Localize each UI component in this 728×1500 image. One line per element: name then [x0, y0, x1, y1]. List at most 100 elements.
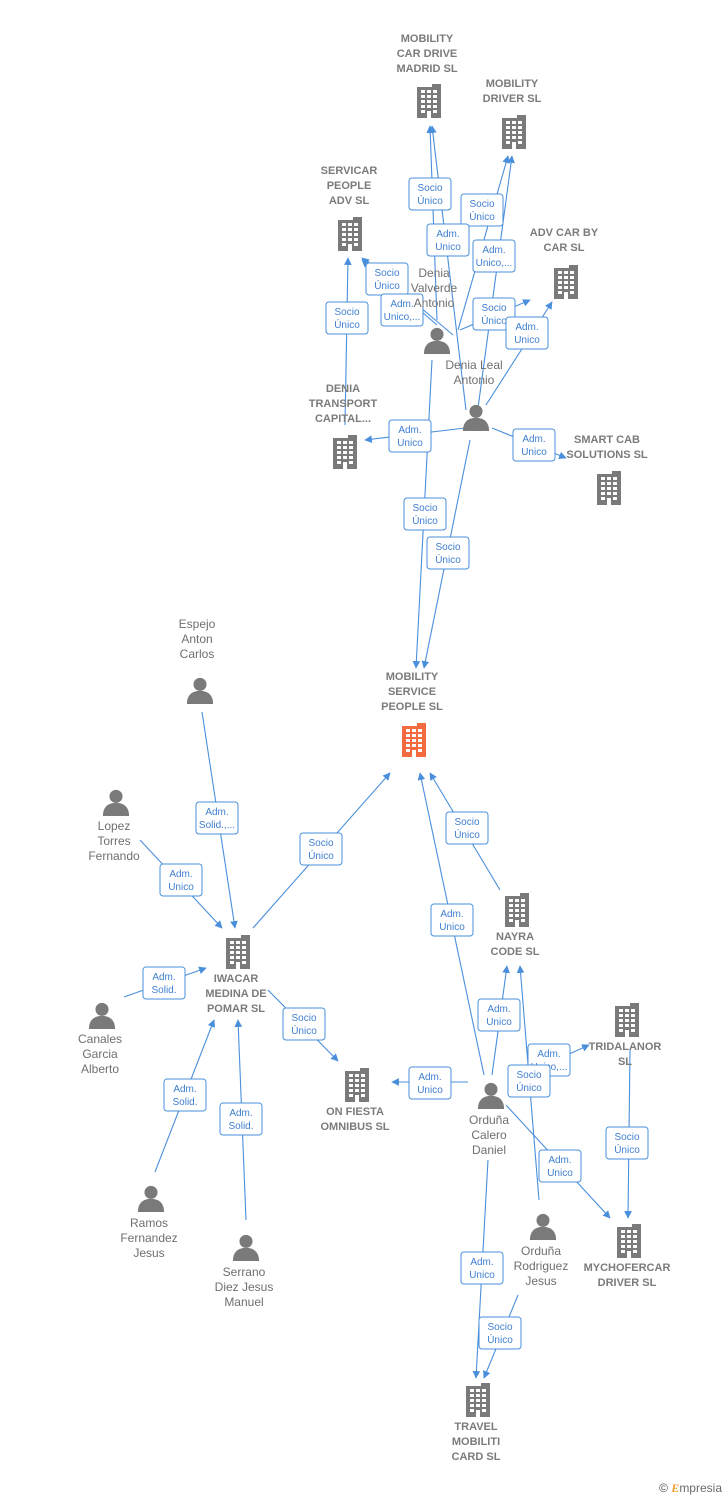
- edge-label-text: Adm.: [470, 1257, 493, 1268]
- node-label: Manuel: [224, 1295, 263, 1309]
- edge-label-text: Único: [469, 210, 495, 223]
- edge-label-e3[interactable]: Adm.Unico: [426, 223, 470, 257]
- edge-label-e24[interactable]: Adm.Unico: [408, 1066, 452, 1100]
- node-label: CAR SL: [544, 242, 585, 254]
- edge-label-text: Único: [454, 828, 480, 841]
- edge-label-text: Unico: [168, 882, 194, 893]
- node-label: MOBILITI: [452, 1436, 500, 1448]
- edge-label-text: Unico: [547, 1168, 573, 1179]
- edge-label-box: [408, 1066, 452, 1100]
- edge-label-text: Único: [614, 1143, 640, 1156]
- edge-label-text: Unico: [417, 1085, 443, 1096]
- edge-label-text: Adm.: [152, 972, 175, 983]
- node-label: Carlos: [180, 647, 215, 661]
- edge-label-e11[interactable]: Adm.Unico: [512, 428, 556, 462]
- edge-label-e10[interactable]: Adm.Unico: [388, 419, 432, 453]
- edge-label-e21[interactable]: Adm.Unico: [477, 998, 521, 1032]
- node-label: Diez Jesus: [215, 1280, 274, 1294]
- edge-label-text: Unico: [439, 922, 465, 933]
- edge-label-text: Solid.: [172, 1097, 197, 1108]
- brand-watermark: © Empresia: [659, 1481, 722, 1496]
- edge-label-text: Adm.: [398, 425, 421, 436]
- person-icon: [186, 677, 214, 704]
- node-label: Jesus: [525, 1274, 556, 1288]
- building-icon: [345, 1068, 369, 1102]
- edge-label-e19[interactable]: Adm.Solid.: [142, 966, 186, 1000]
- node-label: DRIVER SL: [483, 93, 542, 105]
- edge-label-box: [163, 1078, 207, 1112]
- edge-label-e28[interactable]: Adm.Unico: [538, 1149, 582, 1183]
- edge-label-e4[interactable]: Adm.Unico,...: [472, 239, 516, 273]
- edge-label-text: Adm.: [205, 807, 228, 818]
- edge-label-text: Adm.: [537, 1049, 560, 1060]
- edge-label-e29[interactable]: Adm.Unico: [460, 1251, 504, 1285]
- edge-e1: [426, 125, 438, 321]
- node-label: Calero: [471, 1128, 507, 1142]
- edge-label-e6[interactable]: Adm.Unico,...: [380, 293, 424, 327]
- building-icon: [502, 115, 526, 149]
- edge-label-box: [460, 193, 504, 227]
- edge-label-box: [477, 998, 521, 1032]
- edge-label-e16[interactable]: Adm. Unico: [159, 863, 203, 897]
- edge-label-text: Adm.: [440, 909, 463, 920]
- node-label: ADV SL: [329, 195, 370, 207]
- edge-label-e9[interactable]: Adm.Unico: [505, 316, 549, 350]
- node-label: CARD SL: [452, 1451, 501, 1463]
- building-icon: [466, 1383, 490, 1417]
- building-icon: [417, 84, 441, 118]
- edge-label-box: [605, 1126, 649, 1160]
- edge-label-e26[interactable]: Adm.Solid.: [219, 1102, 263, 1136]
- edge-label-text: Socio: [291, 1013, 316, 1024]
- company-node-dtc[interactable]: DENIATRANSPORTCAPITAL...: [309, 383, 378, 469]
- edge-label-e18[interactable]: Adm. Unico: [430, 903, 474, 937]
- node-label: Antonio: [414, 296, 455, 310]
- edge-label-box: [538, 1149, 582, 1183]
- edge-label-box: [299, 832, 343, 866]
- copyright-symbol: ©: [659, 1481, 668, 1495]
- company-node-adv[interactable]: ADV CAR BY CAR SL: [530, 227, 599, 299]
- edge-label-box: [507, 1064, 551, 1098]
- brand-initial: E: [671, 1481, 680, 1495]
- node-label: CAPITAL...: [315, 413, 371, 425]
- edge-label-text: Único: [487, 1333, 513, 1346]
- edge-label-e25[interactable]: Adm.Solid.: [163, 1078, 207, 1112]
- node-label: ADV CAR BY: [530, 227, 599, 239]
- edge-label-e14[interactable]: Adm.Solid.,...: [195, 801, 239, 835]
- edge-label-text: Adm.: [169, 869, 192, 880]
- edge-label-box: [142, 966, 186, 1000]
- edge-label-text: Unico,...: [476, 258, 513, 269]
